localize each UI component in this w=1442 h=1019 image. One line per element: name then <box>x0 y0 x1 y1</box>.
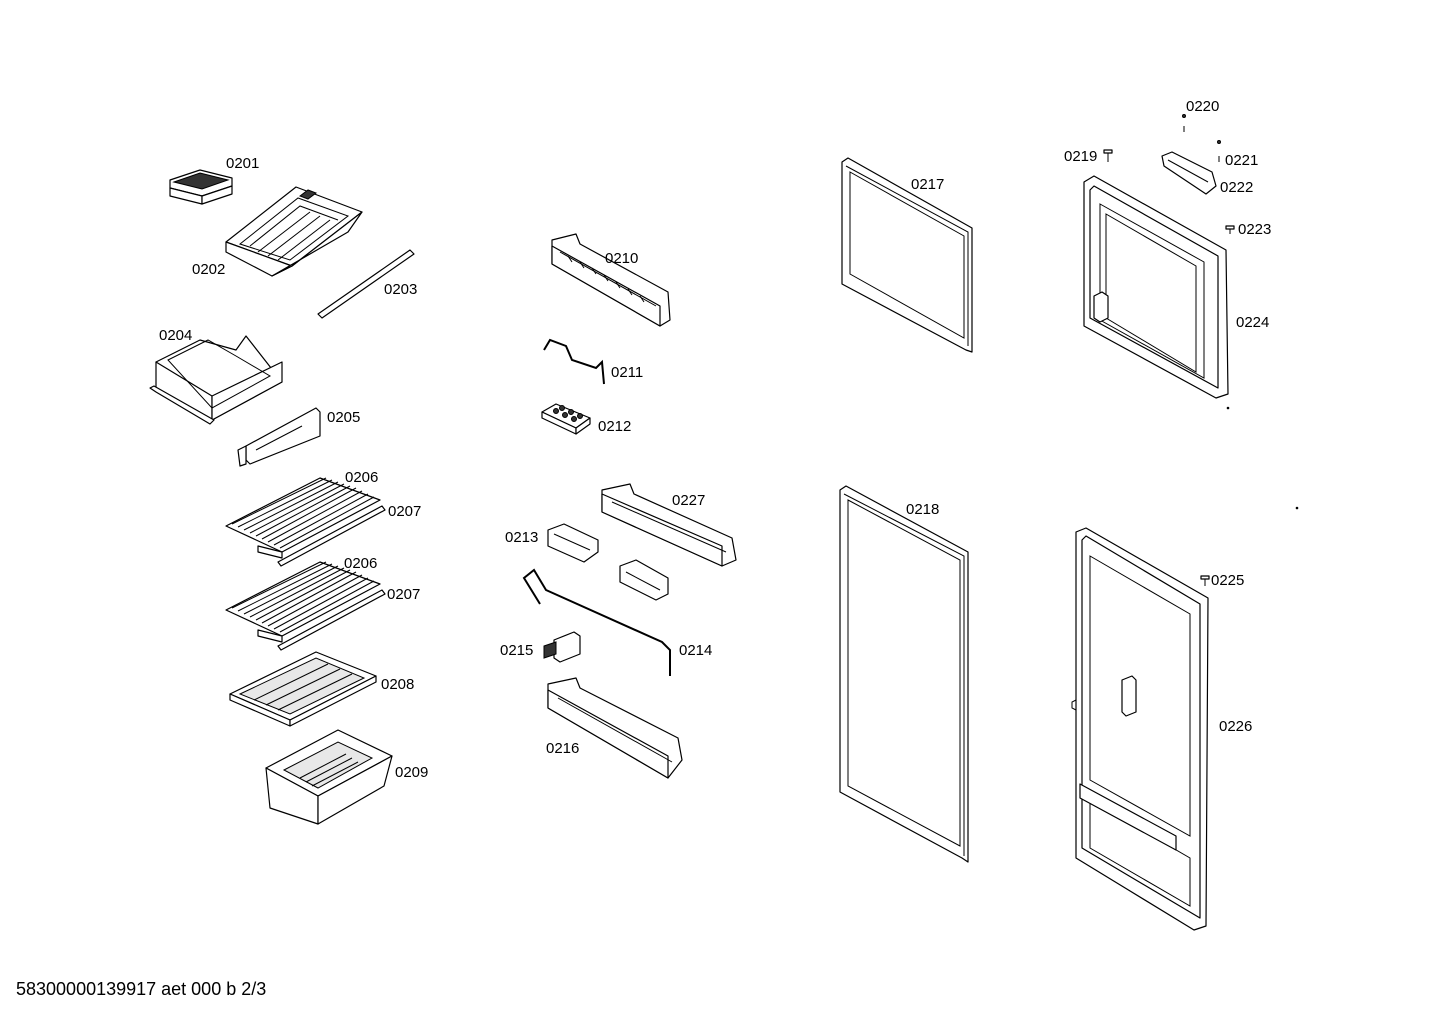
document-code: 58300000139917 aet 000 b 2/3 <box>16 979 267 999</box>
label-0209: 0209 <box>395 764 428 781</box>
label-0207-lower: 0207 <box>387 586 420 603</box>
part-0226-fridge-door <box>1071 527 1209 931</box>
part-0205-drawer-front <box>237 407 321 467</box>
part-0223-screw <box>1225 225 1235 234</box>
part-0207-shelf-trim-lower <box>277 589 386 651</box>
part-0220-screw <box>1182 114 1186 132</box>
part-0201-ice-tray <box>169 169 233 205</box>
label-0224: 0224 <box>1236 314 1269 331</box>
part-0214-wire-rail <box>522 568 671 676</box>
part-0212-egg-tray <box>541 403 591 435</box>
label-0205: 0205 <box>327 409 360 426</box>
part-0213-small-bin <box>547 523 599 563</box>
label-0221: 0221 <box>1225 152 1258 169</box>
label-0214: 0214 <box>679 642 712 659</box>
stray-mark <box>1226 406 1230 410</box>
part-0216-bottom-door-bin <box>547 677 683 779</box>
label-0217: 0217 <box>911 176 944 193</box>
part-0227-door-bin <box>601 483 737 567</box>
label-0213: 0213 <box>505 529 538 546</box>
part-0206-wire-shelf-upper <box>225 477 381 559</box>
label-0223: 0223 <box>1238 221 1271 238</box>
label-0201: 0201 <box>226 155 259 172</box>
part-0202-freezer-shelf <box>225 186 363 277</box>
part-0222-handle-cover <box>1161 151 1217 195</box>
label-0203: 0203 <box>384 281 417 298</box>
stray-mark <box>1295 506 1299 510</box>
label-0212: 0212 <box>598 418 631 435</box>
part-0215-clip <box>543 631 581 663</box>
label-0202: 0202 <box>192 261 225 278</box>
label-0220: 0220 <box>1186 98 1219 115</box>
label-0204: 0204 <box>159 327 192 344</box>
part-0224-freezer-door <box>1083 175 1229 399</box>
label-0222: 0222 <box>1220 179 1253 196</box>
part-0211-bottle-retainer <box>543 338 605 385</box>
label-0215: 0215 <box>500 642 533 659</box>
label-0216: 0216 <box>546 740 579 757</box>
part-0204-crisper-drawer <box>149 335 283 425</box>
part-0206-wire-shelf-lower <box>225 561 381 643</box>
label-0219: 0219 <box>1064 148 1097 165</box>
part-0208-glass-shelf <box>229 651 377 727</box>
label-0207-upper: 0207 <box>388 503 421 520</box>
part-0203-trim-strip <box>317 249 415 319</box>
label-0210: 0210 <box>605 250 638 267</box>
part-0225-screw <box>1200 575 1210 586</box>
part-0221-screw <box>1217 140 1221 162</box>
part-0209-freezer-basket <box>265 729 393 825</box>
part-0210-door-balcony <box>551 233 671 327</box>
label-0225: 0225 <box>1211 572 1244 589</box>
part-0217-freezer-door-seal <box>841 157 973 353</box>
part-0218-fridge-door-seal <box>839 485 969 863</box>
part-0219-screw <box>1103 149 1113 162</box>
label-0227: 0227 <box>672 492 705 509</box>
part-0207-shelf-trim-upper <box>277 505 386 567</box>
part-0213-small-bin-second <box>619 559 669 601</box>
label-0226: 0226 <box>1219 718 1252 735</box>
label-0206-upper: 0206 <box>345 469 378 486</box>
label-0211: 0211 <box>611 364 643 381</box>
label-0208: 0208 <box>381 676 414 693</box>
label-0218: 0218 <box>906 501 939 518</box>
label-0206-lower: 0206 <box>344 555 377 572</box>
